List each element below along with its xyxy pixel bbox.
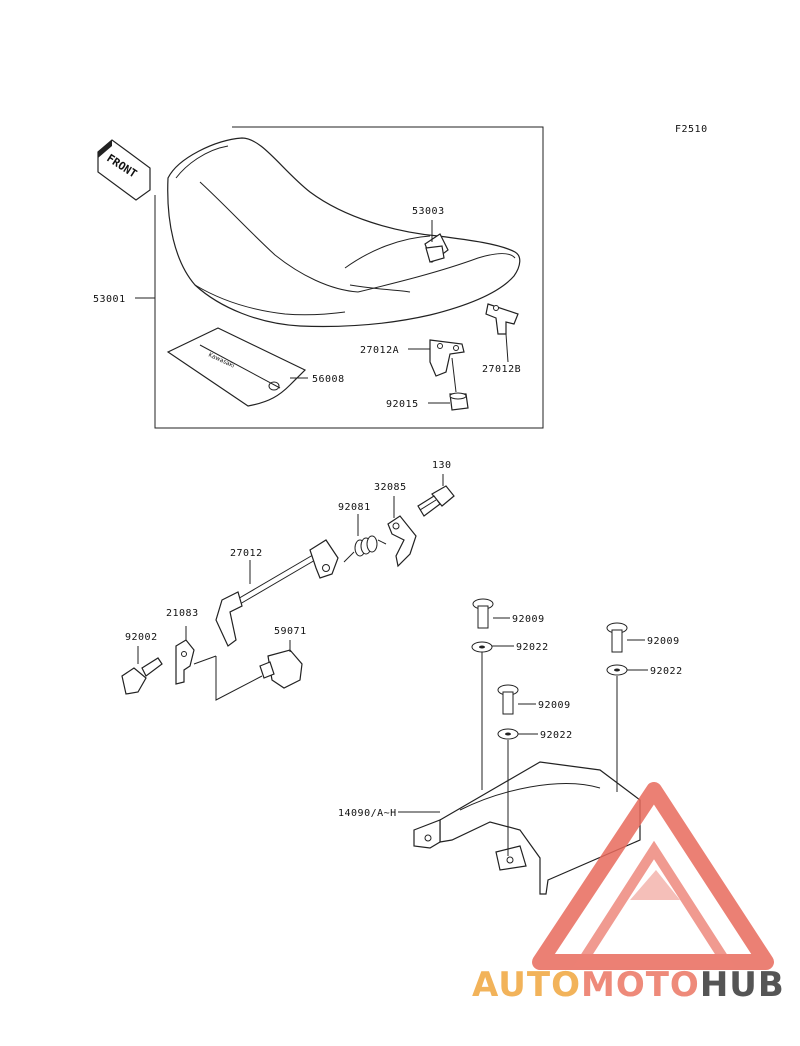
callout-92022-a: 92022	[516, 642, 549, 653]
callout-27012B: 27012B	[482, 364, 521, 375]
callout-92009-a: 92009	[512, 614, 545, 625]
callout-130: 130	[432, 460, 452, 471]
bracket-27012A	[408, 339, 465, 393]
callout-92002: 92002	[125, 632, 158, 643]
watermark-auto: AUTO	[472, 965, 581, 1005]
bracket-27012B	[485, 303, 519, 363]
automotohub-watermark-logo	[532, 782, 774, 970]
bolt-130	[417, 474, 455, 517]
seat	[167, 137, 521, 328]
front-arrow-icon: FRONT	[97, 139, 151, 201]
spring-92081	[343, 514, 387, 563]
latch-arm-32085	[387, 496, 417, 568]
callout-92009-c: 92009	[647, 636, 680, 647]
callout-92022-b: 92022	[540, 730, 573, 741]
callout-92022-c: 92022	[650, 666, 683, 677]
screw-92009-b	[497, 684, 536, 715]
figure-code: F2510	[675, 124, 708, 135]
callout-53001: 53001	[93, 294, 126, 305]
washer-92022-b	[497, 728, 538, 856]
callout-27012A: 27012A	[360, 345, 399, 356]
callout-21083: 21083	[166, 608, 199, 619]
callout-32085: 32085	[374, 482, 407, 493]
nut-92015	[428, 392, 469, 411]
seat-hook-cover	[398, 761, 641, 895]
callout-53003: 53003	[412, 206, 445, 217]
washer-92022-a	[471, 641, 514, 790]
watermark-moto: MOTO	[581, 965, 700, 1005]
callout-92081: 92081	[338, 502, 371, 513]
callout-92009-b: 92009	[538, 700, 571, 711]
screw-92009-a	[472, 598, 510, 629]
screw-92009-c	[606, 622, 645, 653]
svg-text:AUTOMOTOHUB: AUTOMOTOHUB	[472, 965, 785, 1005]
seat-strap	[424, 220, 449, 263]
callout-27012: 27012	[230, 548, 263, 559]
cable-holder-59071	[215, 640, 303, 701]
latch-rod-27012	[215, 539, 339, 647]
callout-56008: 56008	[312, 374, 345, 385]
watermark-hub: HUB	[700, 965, 785, 1005]
bolt-92002	[121, 646, 163, 695]
callout-92015: 92015	[386, 399, 419, 410]
latch-plate-21083	[175, 626, 217, 685]
seat-assembly-frame	[154, 126, 544, 429]
tool-kit-bag: Kawasaki	[166, 327, 308, 407]
automotohub-wordmark: AUTOMOTOHUB	[472, 965, 785, 1005]
callout-14090: 14090/A~H	[338, 808, 397, 819]
callout-59071: 59071	[274, 626, 307, 637]
washer-92022-c	[606, 664, 648, 792]
